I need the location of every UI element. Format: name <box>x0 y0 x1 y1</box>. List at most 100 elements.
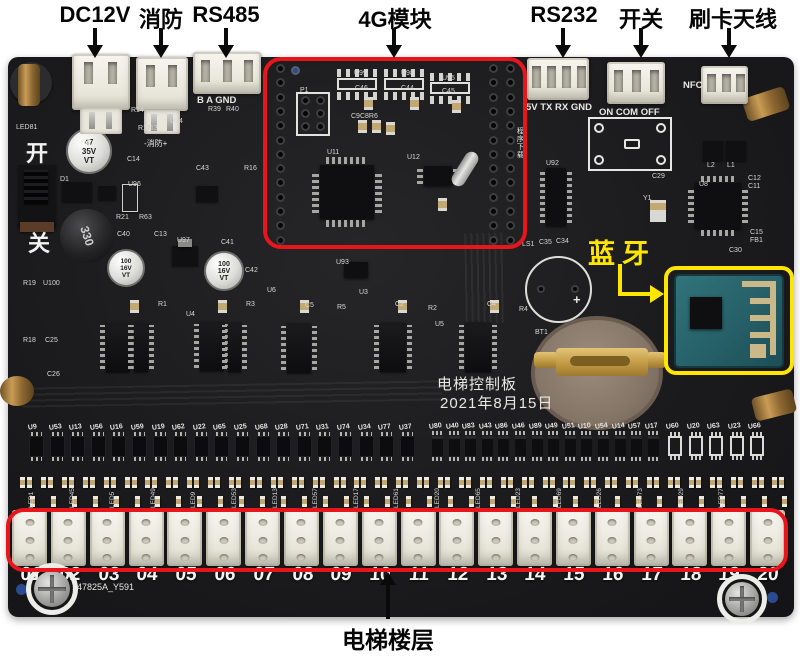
floor-connector[interactable] <box>322 510 358 566</box>
ref-designator: C26 <box>47 371 60 378</box>
rs485-connector[interactable] <box>193 52 261 94</box>
smd-resistor <box>197 496 203 507</box>
optocoupler <box>71 432 85 461</box>
nfc-antenna-connector[interactable] <box>701 66 748 104</box>
via-hole <box>489 178 498 188</box>
fire-connector[interactable] <box>136 57 188 111</box>
standoff-left-middle <box>0 376 34 406</box>
floor-connector[interactable] <box>128 510 164 566</box>
transistor <box>465 431 477 461</box>
board-title: 电梯控制板 <box>437 376 518 393</box>
via-hole-blue <box>291 66 300 75</box>
smd-resistor <box>695 477 701 488</box>
via-hole <box>276 78 285 88</box>
dc12v-connector[interactable] <box>72 54 130 110</box>
floor-connector[interactable] <box>283 510 319 566</box>
floor-connector[interactable] <box>517 510 553 566</box>
transistor <box>614 431 626 461</box>
ref-designator: R3 <box>246 301 255 308</box>
floor-connector[interactable] <box>245 510 281 566</box>
battery-tab <box>646 352 666 368</box>
floor-connector[interactable] <box>400 510 436 566</box>
smd-resistor <box>737 477 743 488</box>
floor-connector[interactable] <box>594 510 630 566</box>
via-hole <box>506 135 515 145</box>
smd-cap <box>372 120 381 133</box>
smd-cap <box>364 97 373 110</box>
smd-resistor <box>667 477 673 488</box>
floor-connector[interactable] <box>478 510 514 566</box>
floor-connector[interactable] <box>633 510 669 566</box>
led-label: LED49 <box>149 488 157 508</box>
ref-designator: U3 <box>359 289 368 296</box>
smd-resistor <box>40 477 46 488</box>
smd-resistor <box>570 477 576 488</box>
floor-connector[interactable] <box>439 510 475 566</box>
switch-connector[interactable] <box>607 62 665 104</box>
silk-nfc: NFC <box>683 80 703 91</box>
ref-designator: BT1 <box>535 329 548 336</box>
electrolytic-cap-100uf: 100 16V VT <box>107 249 145 287</box>
driver-ic <box>374 322 412 372</box>
bt-antenna <box>750 332 776 338</box>
switch-pad <box>20 222 54 232</box>
via-hole <box>276 92 285 102</box>
smd-resistor <box>208 477 214 488</box>
transistor <box>598 431 609 461</box>
optocoupler <box>297 432 311 461</box>
smd-resistor <box>403 477 409 488</box>
u11-pins <box>326 157 368 164</box>
bluetooth-arrow-shaft <box>618 292 651 296</box>
floor-connector[interactable] <box>361 510 397 566</box>
p1-hole <box>301 96 310 105</box>
switch-on-label: 开 <box>26 141 49 166</box>
via-hole <box>506 221 515 231</box>
led-label: LED73 <box>637 488 644 508</box>
ref-designator: U12 <box>407 154 420 161</box>
smd-resistor <box>417 477 423 488</box>
bluetooth-arrow-head <box>650 285 664 303</box>
smd-resistor <box>479 477 485 488</box>
smd-resistor <box>343 496 349 507</box>
smd-resistor <box>654 477 659 488</box>
empty-footprint <box>709 432 723 460</box>
smd-resistor <box>445 477 450 488</box>
optocoupler <box>91 432 105 461</box>
smd-resistor <box>761 496 767 507</box>
optocoupler <box>112 432 126 461</box>
via-hole <box>276 221 285 231</box>
smd-resistor <box>291 477 297 488</box>
floor-connector[interactable] <box>711 510 747 566</box>
rs232-connector[interactable] <box>527 58 589 100</box>
ref-designator: C40 <box>117 231 130 238</box>
electrolytic-cap-100uf: 100 16V VT <box>204 251 244 291</box>
floor-connector[interactable] <box>555 510 591 566</box>
smd-resistor <box>301 496 307 507</box>
u8-pins <box>701 176 735 182</box>
smd-resistor <box>47 477 53 488</box>
u11-pins <box>375 171 382 213</box>
smd-resistor <box>375 477 381 488</box>
annotation-arrow-RS485 <box>217 28 235 58</box>
switch-knob[interactable] <box>24 170 48 204</box>
floor-connector[interactable] <box>672 510 708 566</box>
floor-connector[interactable] <box>167 510 203 566</box>
via-hole <box>506 106 515 116</box>
buzzer-hole <box>537 285 545 293</box>
ref-designator: R12 <box>138 125 151 132</box>
floor-connector[interactable] <box>206 510 242 566</box>
smd-resistor <box>249 477 255 488</box>
p1-hole <box>316 96 325 105</box>
smd-cap <box>398 300 407 313</box>
via-hole <box>276 135 285 145</box>
u12-chip <box>424 166 452 186</box>
annotation-label-开关: 开关 <box>618 7 664 32</box>
floor-connector[interactable] <box>50 510 86 566</box>
smd-resistor <box>647 477 652 488</box>
floor-connector[interactable] <box>89 510 125 566</box>
smd-resistor <box>489 496 495 507</box>
ref-designator: C5 <box>305 302 314 309</box>
board-date: 2021年8月15日 <box>440 395 554 412</box>
optocoupler <box>153 432 167 461</box>
